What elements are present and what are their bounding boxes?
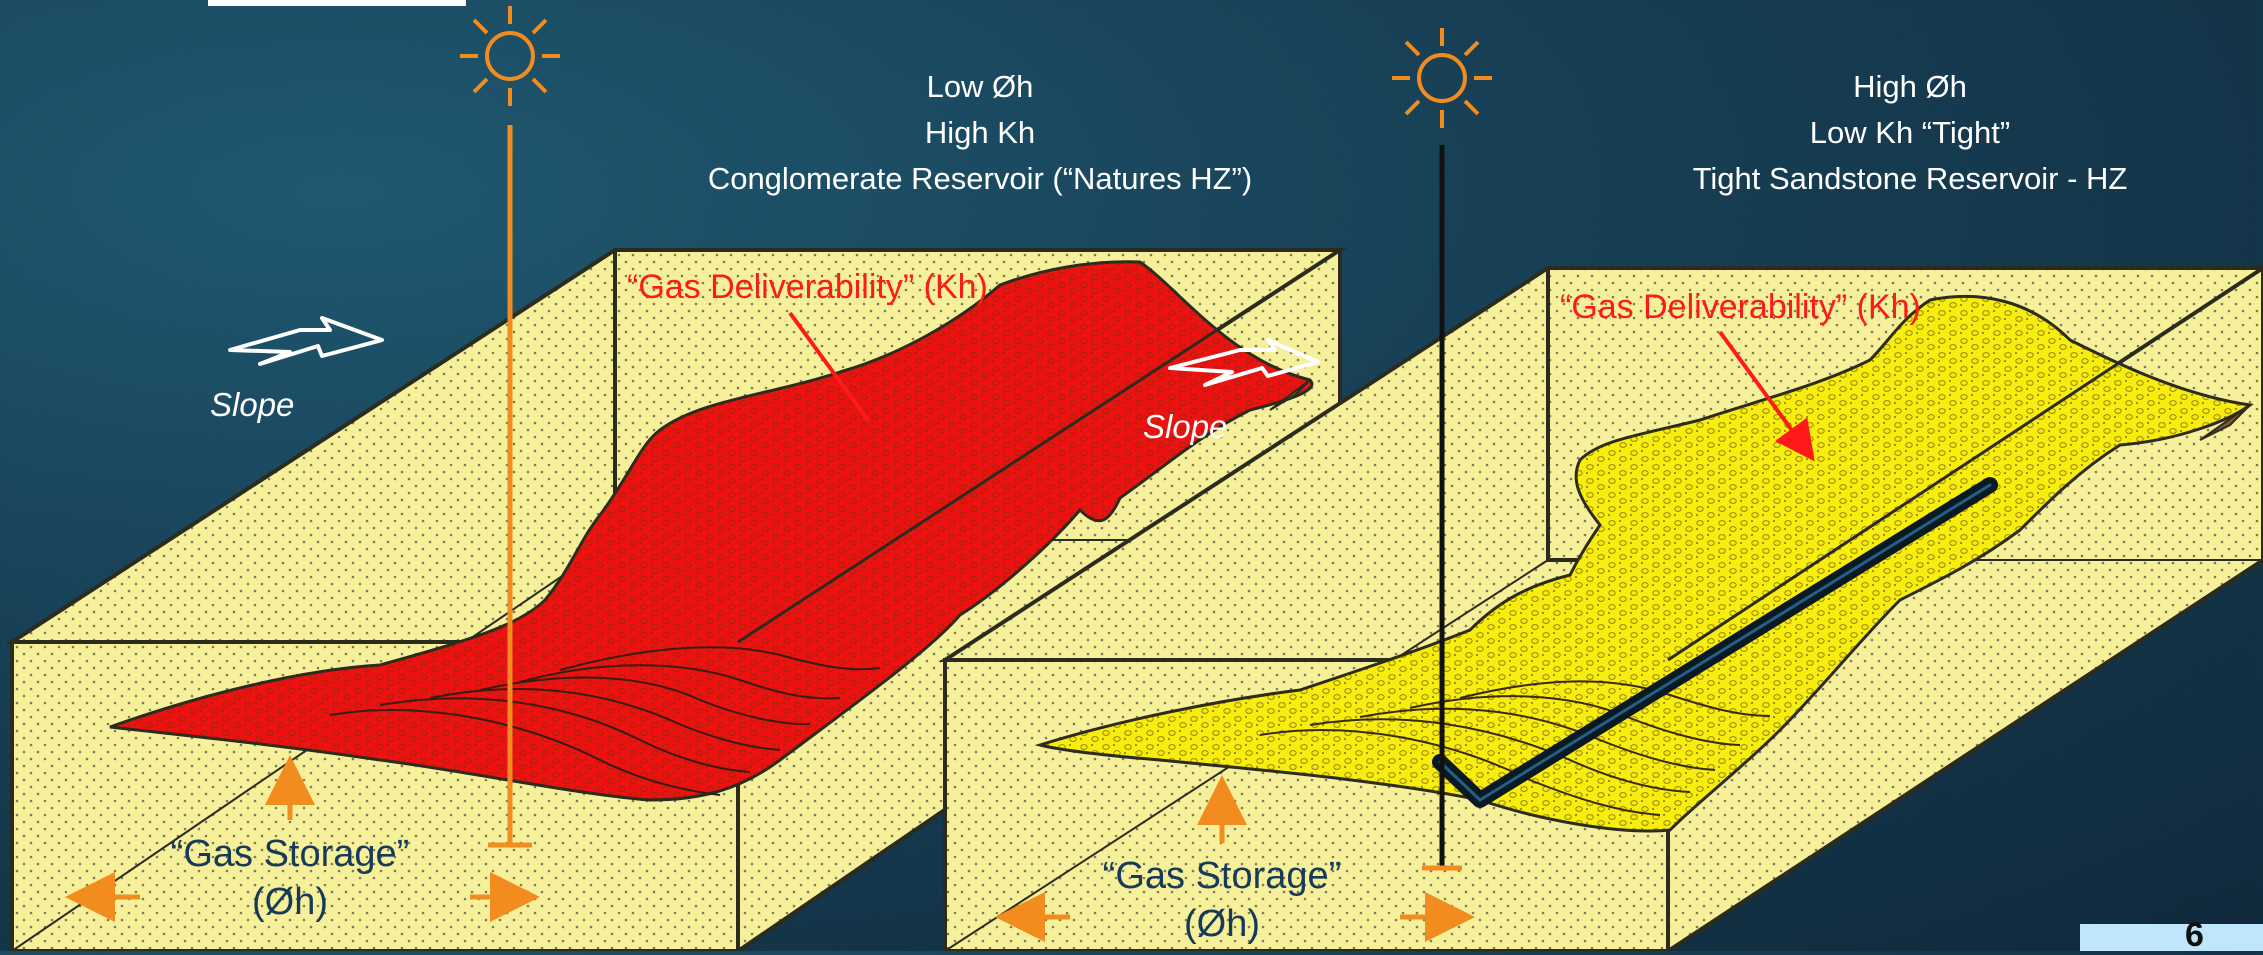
left-storage-label: “Gas Storage” (Øh) bbox=[155, 830, 425, 926]
left-storage-line2: (Øh) bbox=[252, 881, 328, 923]
sun-icon bbox=[1392, 28, 1492, 128]
left-deliverability-pointer bbox=[788, 311, 870, 422]
left-header-line1: Low Øh bbox=[926, 69, 1034, 104]
left-header-line3: Conglomerate Reservoir (“Natures HZ”) bbox=[707, 161, 1253, 196]
right-well bbox=[1422, 145, 1462, 871]
slope-arrow-icon bbox=[1168, 338, 1320, 387]
right-block bbox=[938, 265, 2263, 951]
right-header: High Øh Low Kh “Tight” Tight Sandstone R… bbox=[1600, 64, 2220, 202]
sun-icon bbox=[460, 6, 560, 106]
slide-number-badge: 6 bbox=[2080, 916, 2263, 954]
left-well bbox=[488, 125, 532, 848]
right-storage-line2: (Øh) bbox=[1184, 903, 1260, 945]
left-deliverability-label: “Gas Deliverability” (Kh) bbox=[627, 268, 988, 306]
right-deliverability-label: “Gas Deliverability” (Kh) bbox=[1560, 288, 1921, 326]
right-deliverability-pointer bbox=[1718, 330, 1815, 462]
left-bedding-lines bbox=[329, 646, 881, 796]
slope-arrow-icon bbox=[228, 316, 384, 366]
right-header-line3: Tight Sandstone Reservoir - HZ bbox=[1692, 161, 2128, 196]
slope-label-left: Slope bbox=[210, 386, 295, 423]
top-tab-bar bbox=[208, 0, 466, 6]
right-storage-line1: “Gas Storage” bbox=[1102, 855, 1342, 897]
left-header-line2: High Kh bbox=[924, 115, 1036, 150]
slide-number: 6 bbox=[2185, 916, 2204, 954]
left-storage-arrows bbox=[65, 755, 540, 922]
right-header-line1: High Øh bbox=[1853, 69, 1967, 104]
right-storage-arrows bbox=[995, 775, 1475, 942]
right-storage-label: “Gas Storage” (Øh) bbox=[1087, 852, 1357, 948]
left-header: Low Øh High Kh Conglomerate Reservoir (“… bbox=[640, 64, 1320, 202]
slope-label-inner: Slope bbox=[1143, 408, 1228, 445]
left-storage-line1: “Gas Storage” bbox=[170, 833, 410, 875]
right-header-line2: Low Kh “Tight” bbox=[1809, 115, 2011, 150]
